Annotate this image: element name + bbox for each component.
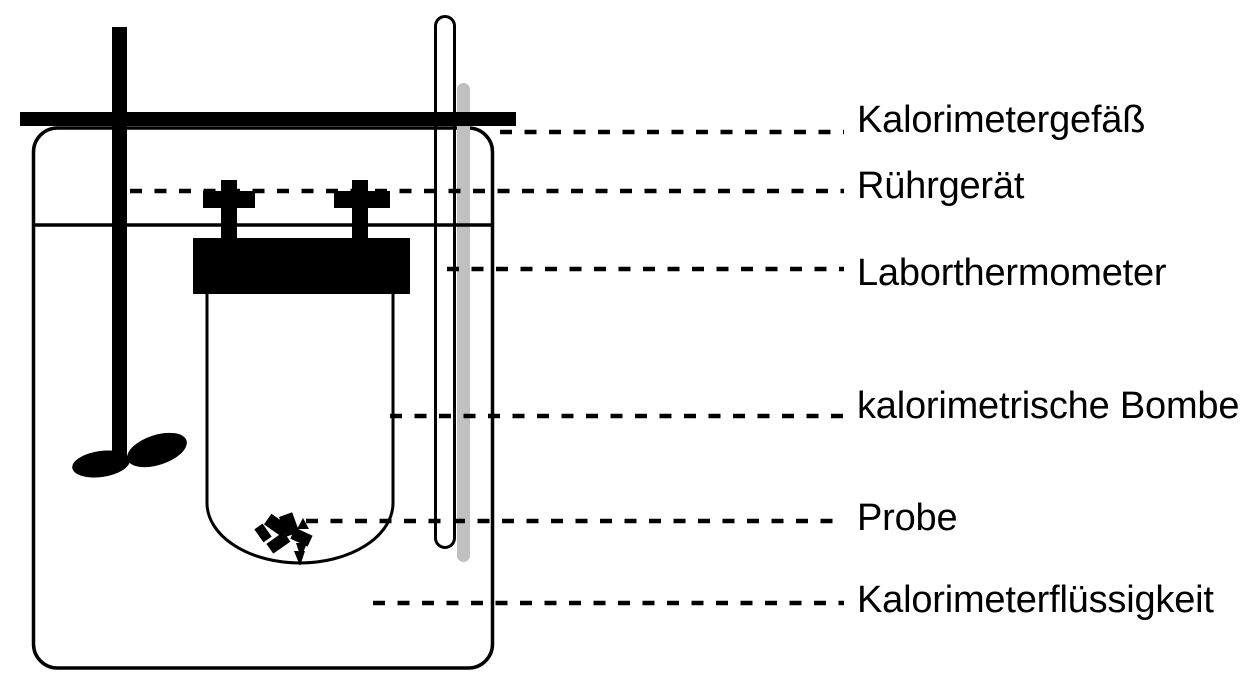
bomb-valve-right-icon [334,180,390,242]
label-ruehrgeraet: Rührgerät [857,165,1025,207]
label-laborthermometer: Laborthermometer [857,252,1167,294]
bomb-lid-icon [193,238,410,294]
thermometer-icon [434,15,456,549]
bomb-valve-left-icon [203,180,255,242]
leader-lines [130,129,844,606]
label-probe: Probe [857,497,958,539]
support-bar-icon [20,112,516,126]
stirrer-blades-icon [72,432,187,478]
sample-crystals-icon [254,512,313,566]
label-kalorimetergefaess: Kalorimetergefäß [857,99,1146,141]
label-kalorimetrische-bombe: kalorimetrische Bombe [857,385,1240,427]
label-kalorimeterfluessigkeit: Kalorimeterflüssigkeit [857,579,1214,621]
thermometer-shadow-icon [457,83,470,562]
stirrer-rod-icon [112,27,127,457]
